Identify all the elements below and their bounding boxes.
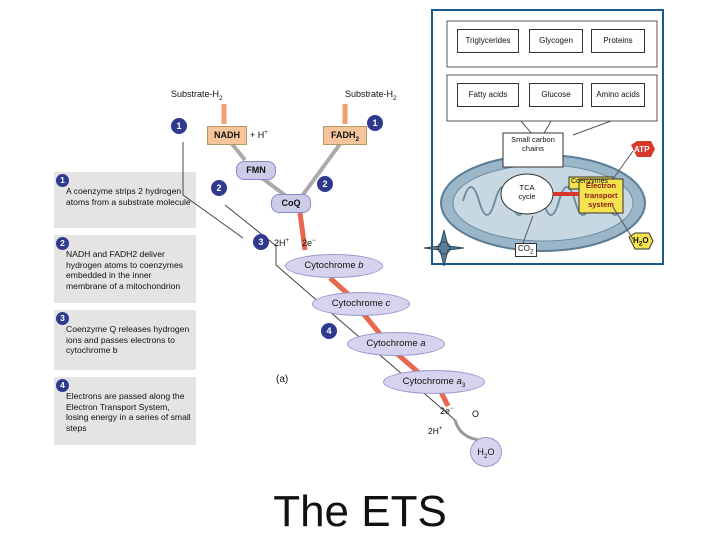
cytochrome-c: Cytochrome c [312,292,410,316]
panel-label: (a) [276,374,289,385]
two-h-label: 2H+ [274,238,290,248]
slide-title: The ETS [273,487,447,536]
substrate-right-label: Substrate-H2 [345,89,397,102]
amino-acids-box: Amino acids [591,83,645,107]
compass-rose-icon [423,229,465,267]
glucose-box: Glucose [529,83,583,107]
substrate-left-label: Substrate-H2 [171,89,223,102]
triglycerides-box: Triglycerides [457,29,519,53]
step-number: 2 [56,237,69,250]
end-2e-label: 2e− [440,406,454,416]
inset-figure: Triglycerides Glycogen Proteins Fatty ac… [431,9,664,265]
step-text: NADH and FADH2 deliver hydrogen atoms to… [66,249,184,291]
step-text: Electrons are passed along the Electron … [66,391,191,433]
marker-2-right: 2 [317,176,333,192]
marker-3: 3 [253,234,269,250]
nadh-box: NADH [207,126,247,145]
h-plus-label: + H+ [250,130,268,140]
glycogen-box: Glycogen [529,29,583,53]
small-carbon-label: Small carbon chains [511,135,555,153]
step-box-1: 1 A coenzyme strips 2 hydrogen atoms fro… [54,172,196,228]
inset-graphics [440,20,658,252]
coenzymes-label: Coenzymes [571,178,608,185]
marker-2-left: 2 [211,180,227,196]
proteins-box: Proteins [591,29,645,53]
step-text: A coenzyme strips 2 hydrogen atoms from … [66,186,191,207]
step-text: Coenzyme Q releases hydrogen ions and pa… [66,324,190,356]
marker-1-left: 1 [171,118,187,134]
step-box-4: 4 Electrons are passed along the Electro… [54,377,196,445]
atp-label: ATP [634,145,650,154]
tca-label: TCA cycle [518,183,536,201]
fatty-acids-box: Fatty acids [457,83,519,107]
step-box-2: 2 NADH and FADH2 deliver hydrogen atoms … [54,235,196,303]
cytochrome-a3: Cytochrome a3 [383,370,485,394]
ets-label: Electron transport system [584,181,618,209]
step-number: 1 [56,174,69,187]
marker-4: 4 [321,323,337,339]
end-o-label: O [472,409,480,419]
cytochrome-a: Cytochrome a [347,332,445,356]
end-2h-label: 2H+ [428,426,443,436]
two-e-label: 2e− [302,238,316,248]
marker-1-right: 1 [367,115,383,131]
co2-label: CO2 [515,243,537,257]
water-node: H2O [470,437,502,467]
fmn-box: FMN [236,161,276,180]
h2o-label: H2O [633,236,649,248]
cytochrome-b: Cytochrome b [285,254,383,278]
step-number: 4 [56,379,69,392]
coq-box: CoQ [271,194,311,213]
step-number: 3 [56,312,69,325]
step-box-3: 3 Coenzyme Q releases hydrogen ions and … [54,310,196,370]
fadh2-box: FADH2 [323,126,367,145]
